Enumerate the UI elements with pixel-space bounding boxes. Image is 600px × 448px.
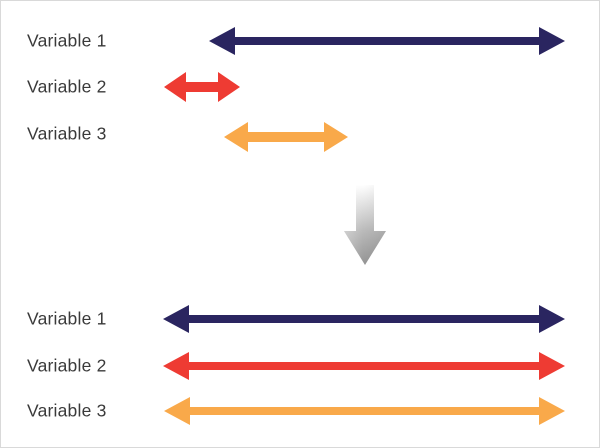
top-arrow-variable-2	[164, 72, 240, 102]
down-arrow-icon	[344, 185, 386, 265]
double-arrow-shape	[164, 72, 240, 102]
transition-group	[342, 183, 390, 274]
bottom-label-variable-3: Variable 3	[27, 400, 107, 421]
bottom-arrow-variable-2	[163, 352, 565, 380]
top-label-variable-3: Variable 3	[27, 123, 107, 144]
bottom-label-variable-1: Variable 1	[27, 308, 107, 329]
double-arrow-shape	[209, 27, 565, 55]
double-arrow-shape	[163, 352, 565, 380]
down-arrow-highlight	[344, 185, 386, 265]
double-arrow-shape	[164, 397, 565, 425]
bottom-label-variable-2: Variable 2	[27, 355, 107, 376]
double-arrow-shape	[163, 305, 565, 333]
top-arrow-variable-1	[209, 27, 565, 55]
double-arrow-shape	[224, 122, 348, 152]
bottom-arrow-variable-3	[164, 397, 565, 425]
top-label-variable-2: Variable 2	[27, 76, 107, 97]
top-arrow-variable-3	[224, 122, 348, 152]
bottom-arrow-variable-1	[163, 305, 565, 333]
top-label-variable-1: Variable 1	[27, 30, 107, 51]
